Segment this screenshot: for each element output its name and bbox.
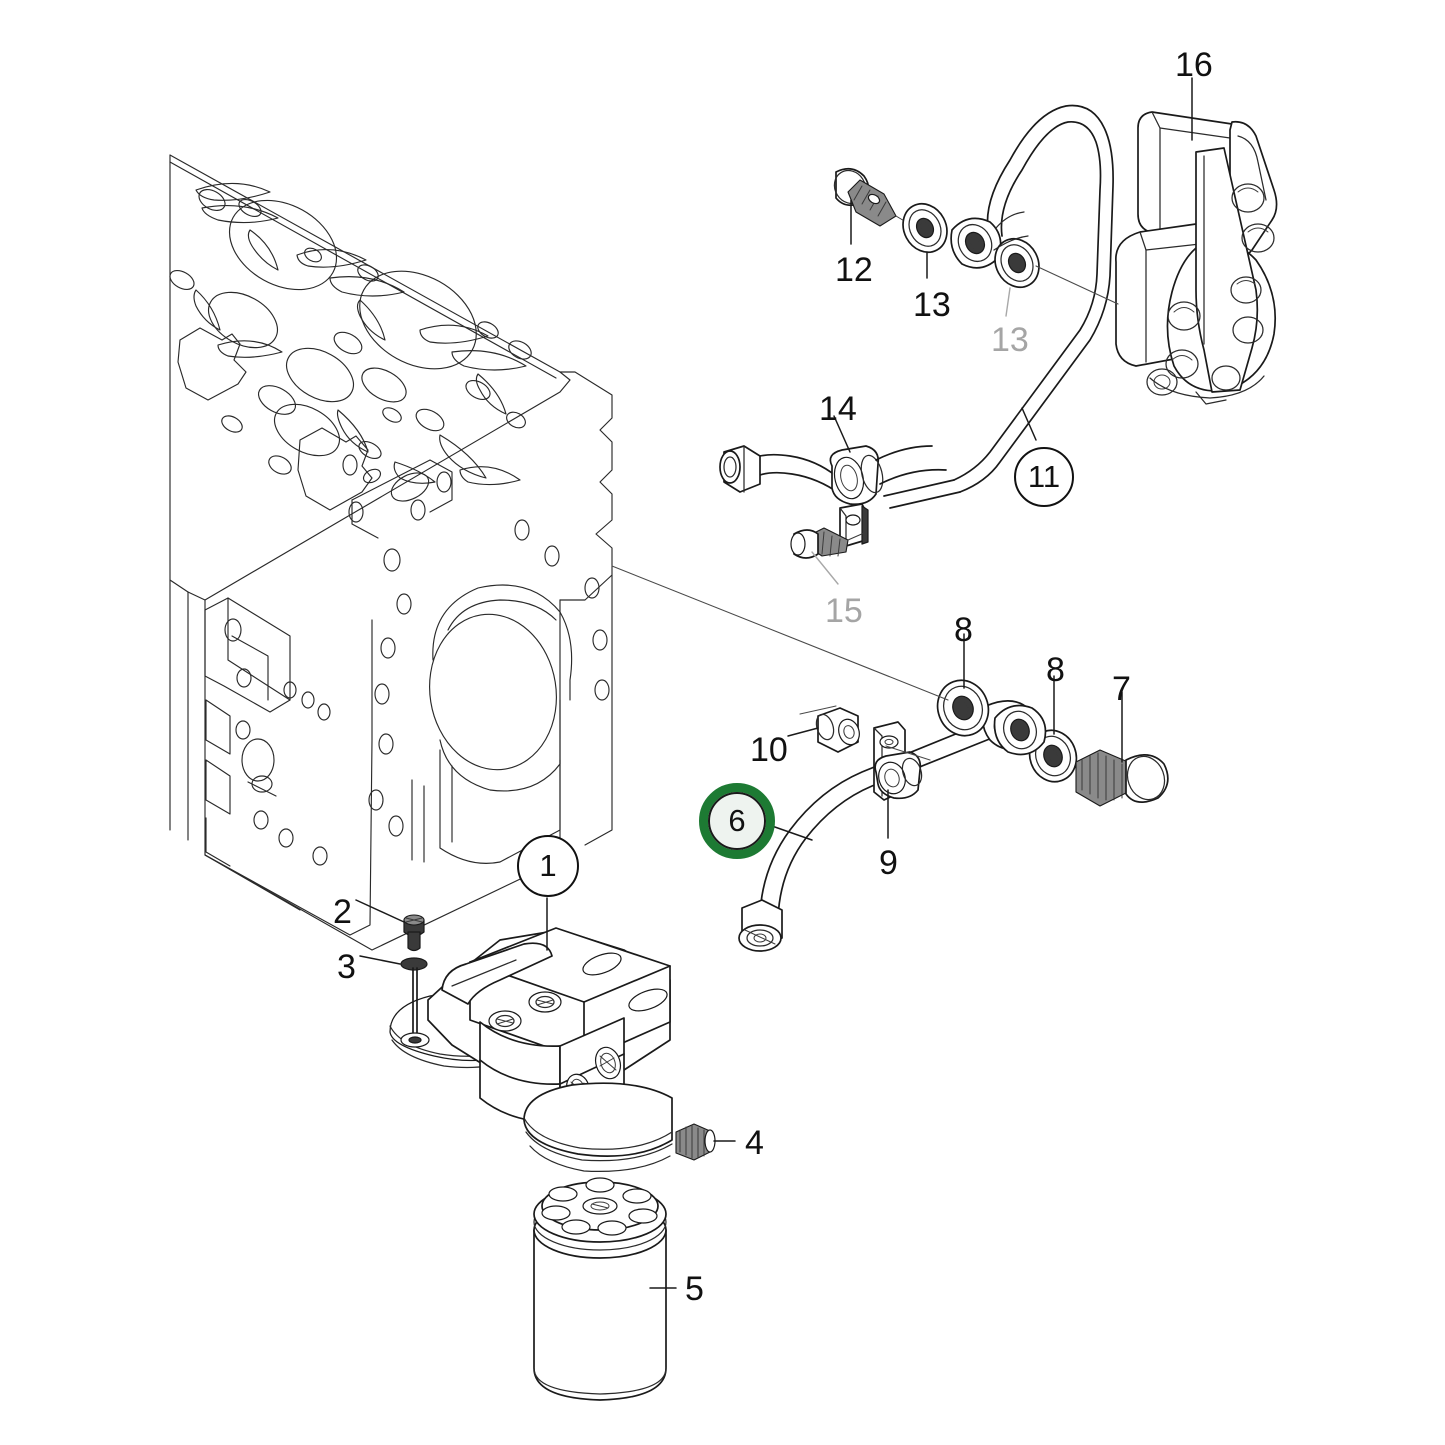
leader-3 (359, 955, 401, 965)
leader-10b (799, 705, 837, 715)
label-3: 3 (337, 948, 356, 986)
leader-11 (1021, 407, 1037, 441)
label-13-upper: 13 (913, 286, 951, 324)
leader-6 (771, 825, 813, 841)
leader-10 (787, 727, 819, 737)
label-9: 9 (879, 844, 898, 882)
label-15: 15 (825, 592, 863, 630)
label-10: 10 (750, 731, 788, 769)
label-12: 12 (835, 251, 873, 289)
leader-14 (833, 415, 851, 453)
label-8-upper: 8 (954, 611, 973, 649)
label-4: 4 (745, 1124, 764, 1162)
label-14: 14 (819, 390, 857, 428)
callout-bubble-11[interactable]: 11 (1014, 447, 1074, 507)
leader-2 (355, 899, 405, 923)
label-13-lower: 13 (991, 321, 1029, 359)
leader-15 (811, 551, 839, 585)
callout-bubble-1-text: 1 (539, 848, 557, 883)
callout-bubble-1[interactable]: 1 (517, 835, 579, 897)
leader-9b (885, 745, 931, 761)
label-2: 2 (333, 893, 352, 931)
leader-13b-2 (1035, 265, 1119, 305)
label-8-lower: 8 (1046, 651, 1065, 689)
leader-13b (1005, 287, 1011, 317)
leader-block-to-washer (611, 565, 949, 701)
callout-bubble-6[interactable]: 6 (699, 783, 775, 859)
label-5: 5 (685, 1270, 704, 1308)
callout-bubble-6-text: 6 (728, 803, 746, 838)
label-7: 7 (1112, 670, 1131, 708)
label-16: 16 (1175, 46, 1213, 84)
callout-bubble-11-text: 11 (1027, 459, 1061, 494)
